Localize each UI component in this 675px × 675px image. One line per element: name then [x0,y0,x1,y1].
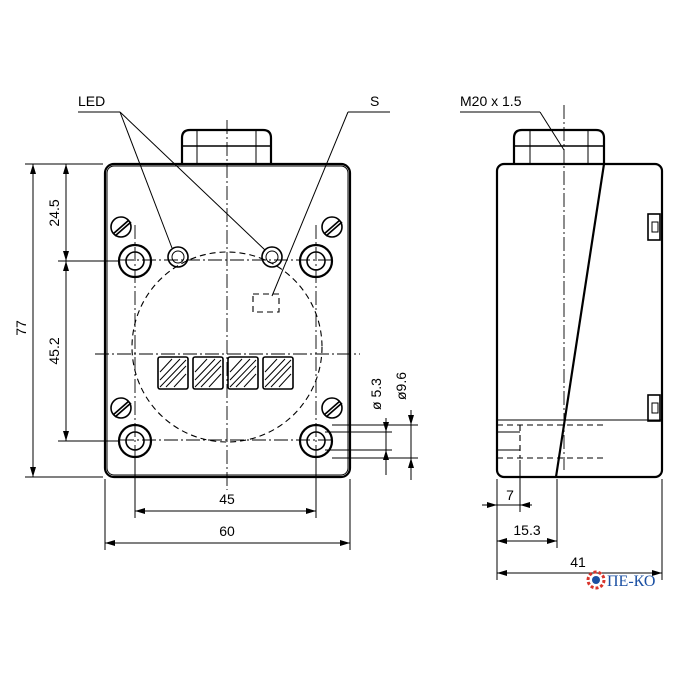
logo-text: ПЕ-КО [607,573,655,590]
led-leader-left [119,111,173,249]
screw-top-left [110,216,132,238]
dim-counterbore-diameter: ø9.6 [393,372,409,400]
dim-side-offset-large: 15.3 [513,522,540,538]
dim-depth-total: 41 [570,554,586,570]
dim-hole-spacing-horizontal: 45 [219,491,235,507]
front-housing [103,162,352,479]
led-leader-right [119,111,266,251]
display-digits [157,356,294,390]
side-gland [512,128,606,164]
front-gland [180,128,273,164]
display-outline [131,251,323,443]
dim-height-total: 77 [13,320,29,336]
dim-hole-diameter: ø 5.3 [368,378,384,410]
led-label: LED [78,93,105,109]
dim-hole-spacing-vertical: 45.2 [46,337,62,364]
led-left [167,246,189,268]
thread-label: M20 x 1.5 [460,93,522,109]
dim-width-total: 60 [219,523,235,539]
dim-upper-offset: 24.5 [46,199,62,226]
side-cover-edge [554,163,606,478]
latch-bottom [647,394,661,422]
front-view: LED S 77 24.5 45.2 45 [13,93,418,550]
dim-side-offset-small: 7 [506,487,514,503]
gear-icon [586,570,606,590]
screw-bottom-left [110,397,132,419]
switch-s-leader [271,111,349,297]
screw-bottom-right [321,397,343,419]
latch-top [647,213,661,241]
logo: ПЕ-КО [586,570,655,590]
led-right [261,246,283,268]
switch-s-outline [252,293,280,313]
side-housing [495,162,664,479]
side-view: M20 x 1.5 7 15.3 41 [460,93,664,580]
switch-s-label: S [370,93,379,109]
thread-leader [539,111,565,151]
mounting-hole-top-right [298,243,334,279]
screw-top-right [321,216,343,238]
